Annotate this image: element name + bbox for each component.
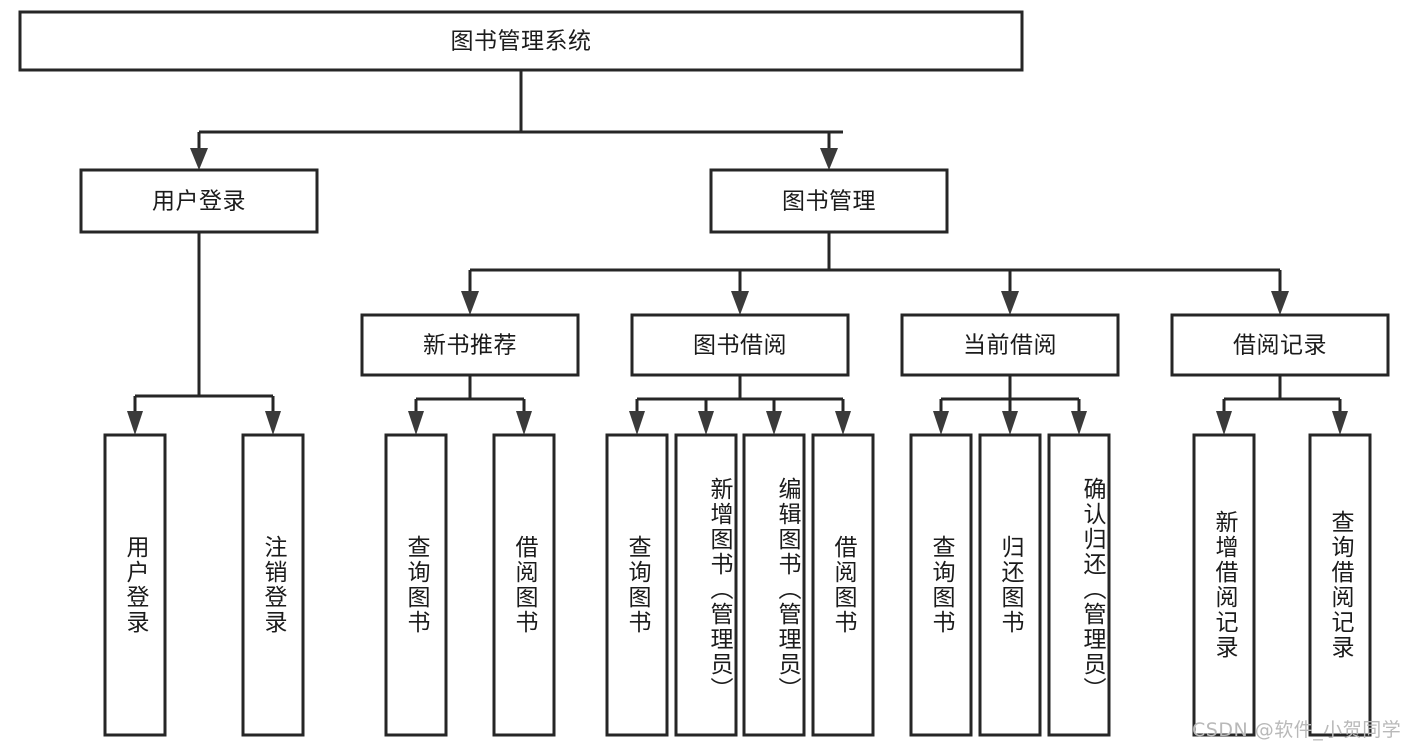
connectors-new-book-to-leaves xyxy=(408,375,532,435)
node-box-user-login[interactable] xyxy=(79,168,319,234)
node-label-user-login: 用户登录 xyxy=(152,189,246,215)
node-box-borrow-record[interactable] xyxy=(1170,313,1390,377)
node-label-borrow-record: 借阅记录 xyxy=(1233,333,1327,359)
arrowhead-leaf-return xyxy=(1002,411,1018,435)
arrowhead-leaf-query-1 xyxy=(408,411,424,435)
node-box-leaf-query-record[interactable] xyxy=(1308,433,1372,737)
arrowhead-book-borrow xyxy=(731,291,749,315)
arrowhead-leaf-query-3 xyxy=(933,411,949,435)
node-box-leaf-borrow-book-1[interactable] xyxy=(492,433,556,737)
node-box-book-borrow[interactable] xyxy=(630,313,850,377)
arrowhead-leaf-borrow-2 xyxy=(835,411,851,435)
node-box-leaf-query-book-3[interactable] xyxy=(909,433,973,737)
node-box-leaf-add-book[interactable] xyxy=(674,433,738,737)
arrowhead-book-management xyxy=(820,148,838,170)
connectors-current-borrow-to-leaves xyxy=(933,375,1087,435)
arrowhead-leaf-add-book xyxy=(698,411,714,435)
node-box-leaf-query-book-2[interactable] xyxy=(605,433,669,737)
arrowhead-leaf-query-record xyxy=(1332,411,1348,435)
node-box-leaf-return-book[interactable] xyxy=(978,433,1042,737)
node-box-leaf-logout-login[interactable] xyxy=(241,433,305,737)
node-label-current-borrow: 当前借阅 xyxy=(963,333,1057,359)
node-box-leaf-borrow-book-2[interactable] xyxy=(811,433,875,737)
node-label-root: 图书管理系统 xyxy=(451,29,592,55)
arrowhead-leaf-edit-book xyxy=(766,411,782,435)
arrowhead-borrow-record xyxy=(1271,291,1289,315)
arrowhead-leaf-query-2 xyxy=(629,411,645,435)
arrowhead-user-login xyxy=(190,148,208,170)
node-box-leaf-confirm-return[interactable] xyxy=(1047,433,1111,737)
node-box-leaf-edit-book[interactable] xyxy=(742,433,806,737)
connectors-book-management-to-level3 xyxy=(461,232,1289,315)
node-box-root[interactable] xyxy=(18,10,1024,72)
arrowhead-leaf-logout xyxy=(265,411,281,435)
node-box-current-borrow[interactable] xyxy=(900,313,1120,377)
connectors-user-login-to-leaves xyxy=(127,232,281,435)
connectors-borrow-record-to-leaves xyxy=(1216,375,1348,435)
connectors-book-borrow-to-leaves xyxy=(629,375,851,435)
node-label-new-book-recommend: 新书推荐 xyxy=(423,333,517,359)
arrowhead-leaf-borrow-1 xyxy=(516,411,532,435)
connectors-root-to-level2 xyxy=(190,70,843,170)
csdn-watermark: CSDN @软件_小贺同学 xyxy=(1192,719,1402,741)
node-box-leaf-add-record[interactable] xyxy=(1192,433,1256,737)
arrowhead-new-book xyxy=(461,291,479,315)
node-label-book-management: 图书管理 xyxy=(782,189,876,215)
node-box-book-management[interactable] xyxy=(709,168,949,234)
node-box-leaf-query-book-1[interactable] xyxy=(384,433,448,737)
node-box-leaf-user-login[interactable] xyxy=(103,433,167,737)
arrowhead-current-borrow xyxy=(1001,291,1019,315)
node-box-new-book-recommend[interactable] xyxy=(360,313,580,377)
arrowhead-leaf-add-record xyxy=(1216,411,1232,435)
node-label-book-borrow: 图书借阅 xyxy=(693,333,787,359)
arrowhead-leaf-confirm-return xyxy=(1071,411,1087,435)
arrowhead-leaf-user-login xyxy=(127,411,143,435)
